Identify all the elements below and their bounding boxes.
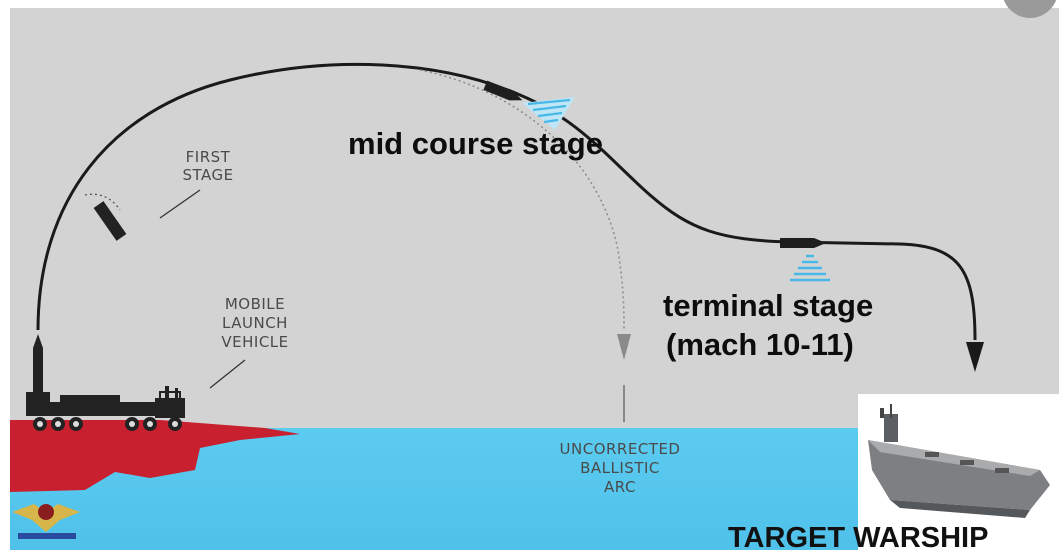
terminal-stage-label: terminal stage (663, 288, 873, 323)
uncorrected-label-line1: UNCORRECTED (560, 440, 681, 458)
aircraft-carrier-icon (868, 404, 1050, 518)
trajectory-path (36, 62, 977, 341)
trajectory-arrowhead-icon (966, 342, 984, 372)
mobile-launch-label-line1: MOBILE (225, 295, 285, 313)
ballistic-arc-arrowhead-icon (617, 334, 631, 360)
first-stage-leader-line (159, 189, 201, 219)
uncorrected-label-line3: ARC (604, 478, 636, 496)
missile-icon (33, 334, 43, 392)
stage-separation-path (84, 193, 121, 211)
midcourse-sensor-icon (522, 97, 575, 130)
first-stage-label-line1: FIRST (186, 148, 231, 166)
corner-button (1003, 0, 1057, 18)
sky-background (10, 8, 1059, 428)
terminal-speed-label: (mach 10-11) (666, 327, 854, 362)
mobile-launch-label-line3: VEHICLE (221, 333, 288, 351)
mobile-launch-leader-line (209, 359, 246, 389)
mobile-launch-label-line2: LAUNCH (222, 314, 288, 332)
watermark-logo-icon (12, 504, 80, 539)
launch-vehicle-icon (26, 386, 185, 431)
terminal-warhead-icon (780, 238, 826, 248)
midcourse-warhead-icon (483, 80, 523, 101)
mid-course-label: mid course stage (348, 126, 603, 161)
ballistic-arc-path (419, 69, 625, 331)
uncorrected-label-line2: BALLISTIC (580, 459, 660, 477)
first-stage-label-line2: STAGE (182, 166, 233, 184)
terminal-sensor-icon (790, 254, 830, 282)
launch-land (10, 420, 300, 492)
first-stage-booster-icon (93, 201, 127, 241)
target-warship-label: TARGET WARSHIP (728, 522, 988, 554)
